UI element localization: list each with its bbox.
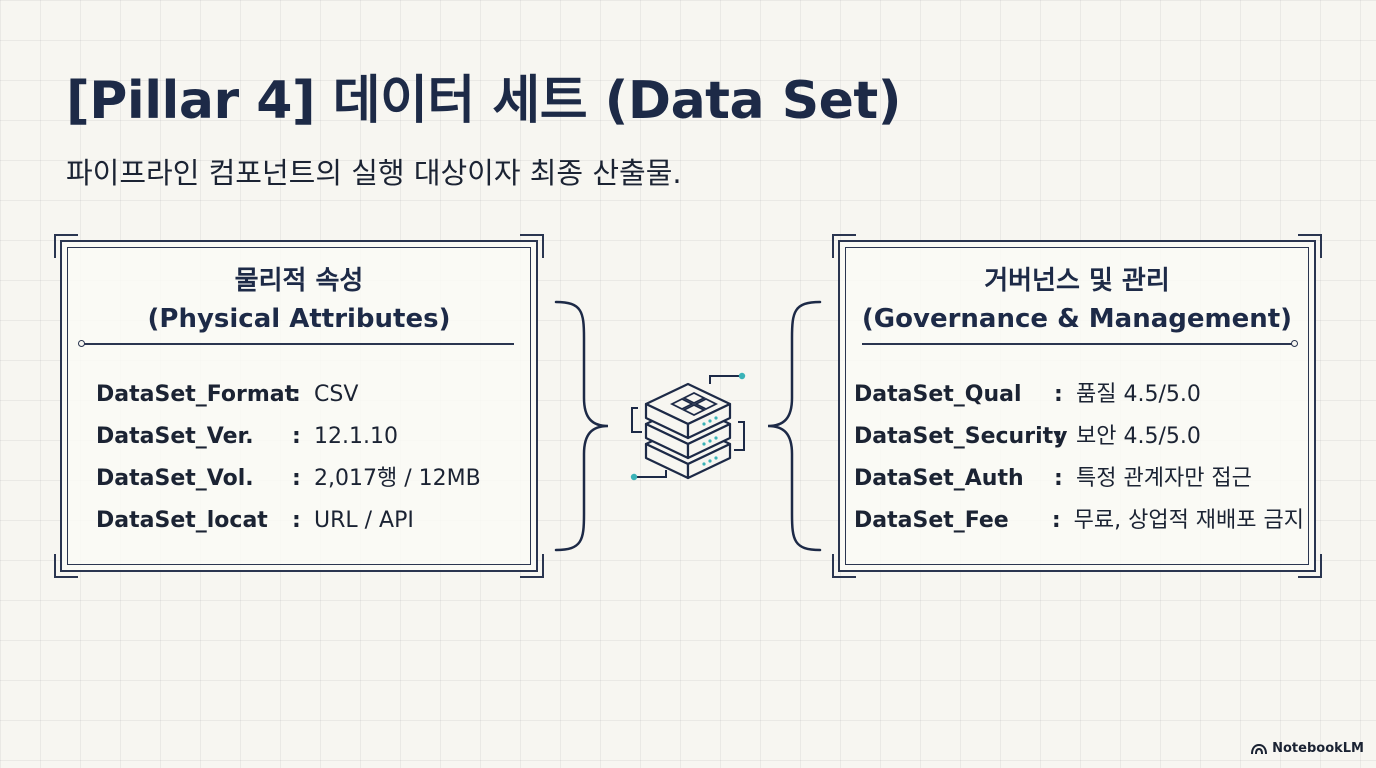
governance-heading: 거버넌스 및 관리 (Governance & Management)	[840, 262, 1314, 338]
physical-attributes-panel: 물리적 속성 (Physical Attributes) DataSet_For…	[54, 234, 544, 578]
governance-heading-en: (Governance & Management)	[861, 304, 1293, 334]
attribute-value: 12.1.10	[314, 424, 398, 449]
attribute-value: CSV	[314, 382, 359, 407]
attribute-row: DataSet_Auth : 특정 관계자만 접근	[854, 458, 1304, 500]
corner-bracket	[54, 234, 78, 258]
attribute-key: DataSet_Qual	[854, 382, 1022, 407]
left-brace-icon	[554, 300, 609, 552]
attribute-key: DataSet_locat	[96, 508, 268, 533]
notebooklm-watermark: NotebookLM	[1251, 741, 1364, 756]
separator: :	[1051, 508, 1061, 533]
notebooklm-logo-icon	[1251, 743, 1268, 754]
corner-bracket	[520, 554, 544, 578]
governance-attribute-list: DataSet_Qual : 품질 4.5/5.0 DataSet_Securi…	[854, 374, 1304, 542]
corner-bracket	[1298, 554, 1322, 578]
divider	[78, 340, 514, 347]
physical-attributes-heading: 물리적 속성 (Physical Attributes)	[62, 262, 536, 338]
separator: :	[292, 466, 301, 491]
attribute-key: DataSet_Ver.	[96, 424, 254, 449]
attribute-value: 무료, 상업적 재배포 금지	[1073, 508, 1304, 533]
divider-dot	[1291, 340, 1298, 347]
physical-heading-en: (Physical Attributes)	[147, 304, 451, 334]
attribute-value: 품질 4.5/5.0	[1076, 382, 1201, 407]
governance-heading-ko: 거버넌스 및 관리	[984, 266, 1170, 296]
attribute-key: DataSet_Security	[854, 424, 1068, 449]
attribute-key: DataSet_Auth	[854, 466, 1024, 491]
watermark-text: NotebookLM	[1272, 741, 1364, 756]
attribute-key: DataSet_Fee	[854, 508, 1009, 533]
attribute-row: DataSet_locat : URL / API	[96, 500, 526, 542]
attribute-row: DataSet_Ver. : 12.1.10	[96, 416, 526, 458]
governance-panel: 거버넌스 및 관리 (Governance & Management) Data…	[832, 234, 1322, 578]
divider	[862, 340, 1298, 347]
separator: :	[292, 424, 301, 449]
corner-bracket	[832, 554, 856, 578]
corner-bracket	[54, 554, 78, 578]
divider-dot	[78, 340, 85, 347]
separator: :	[292, 508, 301, 533]
attribute-key: DataSet_Vol.	[96, 466, 254, 491]
server-stack-icon	[630, 372, 746, 481]
attribute-row: DataSet_Vol. : 2,017행 / 12MB	[96, 458, 526, 500]
physical-heading-ko: 물리적 속성	[234, 266, 364, 296]
corner-bracket	[520, 234, 544, 258]
page-subtitle: 파이프라인 컴포넌트의 실행 대상이자 최종 산출물.	[66, 156, 682, 190]
attribute-row: DataSet_Format : CSV	[96, 374, 526, 416]
attribute-row: DataSet_Fee : 무료, 상업적 재배포 금지	[854, 500, 1304, 542]
attribute-value: 2,017행 / 12MB	[314, 466, 481, 491]
attribute-key: DataSet_Format	[96, 382, 296, 407]
separator: :	[1054, 466, 1063, 491]
corner-bracket	[832, 234, 856, 258]
separator: :	[292, 382, 301, 407]
physical-attribute-list: DataSet_Format : CSV DataSet_Ver. : 12.1…	[96, 374, 526, 542]
separator: :	[1054, 382, 1063, 407]
attribute-value: 특정 관계자만 접근	[1076, 466, 1252, 491]
page-title: [Pillar 4] 데이터 세트 (Data Set)	[66, 71, 902, 131]
attribute-value: 보안 4.5/5.0	[1076, 424, 1201, 449]
right-brace-icon	[767, 300, 822, 552]
attribute-row: DataSet_Security : 보안 4.5/5.0	[854, 416, 1304, 458]
attribute-row: DataSet_Qual : 품질 4.5/5.0	[854, 374, 1304, 416]
separator: :	[1054, 424, 1063, 449]
attribute-value: URL / API	[314, 508, 414, 533]
corner-bracket	[1298, 234, 1322, 258]
